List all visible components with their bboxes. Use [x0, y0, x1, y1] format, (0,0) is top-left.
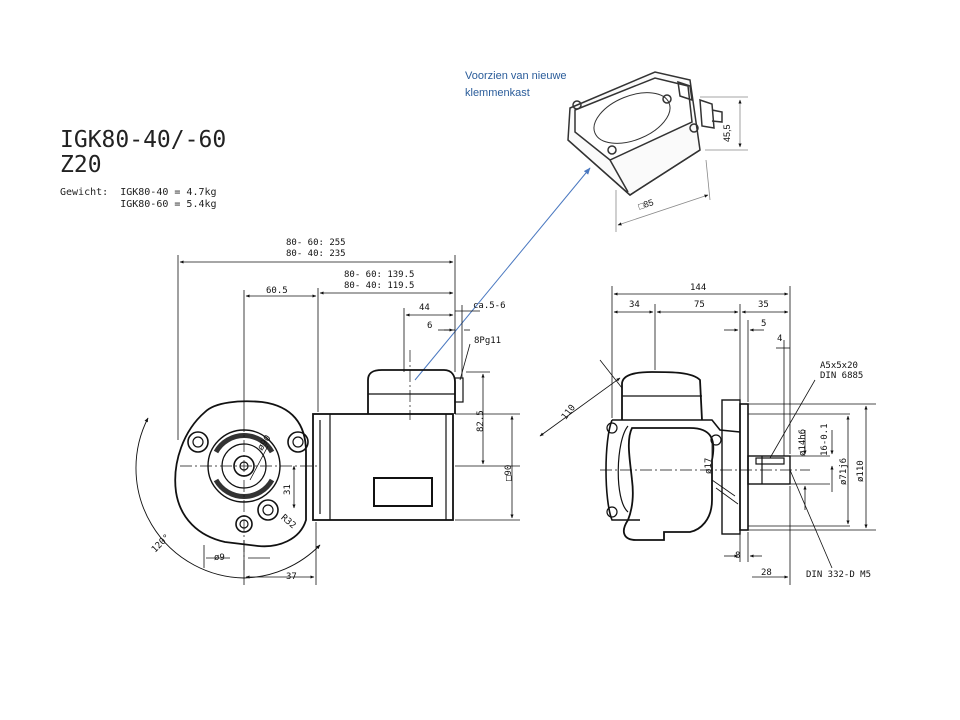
title-line-2: Z20 [60, 152, 102, 178]
title-line-1: IGK80-40/-60 [60, 127, 227, 153]
key-din-label: DIN 6885 [820, 371, 864, 381]
dim-dia-17: ø17 [704, 457, 714, 474]
dim-square-90: □90 [504, 464, 514, 481]
dim-overall-60: 80- 60: 255 [286, 238, 346, 248]
side-view-dimension-lines [539, 286, 876, 585]
key-label: A5x5x20 [820, 361, 858, 371]
dim-overall-40: 80- 40: 235 [286, 249, 346, 259]
weight-line-2: IGK80-60 = 5.4kg [60, 199, 217, 210]
dim-motor-40: 80- 40: 119.5 [344, 281, 415, 291]
front-view-dimension-lines [177, 255, 520, 585]
note-pointer-arrow [414, 167, 591, 381]
box-height-label: 45,5 [722, 124, 732, 142]
dim-shaft-offset: 60.5 [266, 286, 288, 296]
note-line-2: klemmenkast [465, 87, 530, 99]
dim-5: 5 [761, 319, 767, 329]
note-line-1: Voorzien van nieuwe [465, 70, 567, 82]
dim-total-144: 144 [690, 283, 707, 293]
dim-35: 35 [758, 300, 769, 310]
dim-gland-reach: ca.5-6 [473, 301, 506, 311]
dim-4: 4 [777, 334, 783, 344]
front-view [135, 350, 464, 579]
dim-hole-dia: ø9 [214, 553, 225, 563]
junction-box-dimension-lines [615, 96, 748, 232]
weight-line-1: Gewicht: IGK80-40 = 4.7kg [60, 187, 217, 198]
dim-shaft-dia-14: ø14h6 [798, 428, 808, 456]
dim-37: 37 [286, 572, 297, 582]
dim-75: 75 [694, 300, 705, 310]
dim-gland-offset: 6 [427, 321, 433, 331]
dim-31: 31 [283, 484, 293, 495]
centre-din-label: DIN 332-D M5 [806, 570, 872, 580]
side-view [600, 371, 810, 541]
dim-dia-110: ø110 [856, 460, 866, 482]
dim-box-width: 44 [419, 303, 430, 313]
dim-height-825: 82.5 [476, 410, 486, 432]
dim-28: 28 [761, 568, 772, 578]
dim-dia-71: ø71j6 [839, 457, 849, 485]
junction-box-sketch [567, 71, 723, 196]
dim-16: 16-0.1 [820, 423, 830, 456]
dim-motor-60: 80- 60: 139.5 [344, 270, 415, 280]
dim-34: 34 [629, 300, 640, 310]
dim-8: 8 [735, 551, 741, 561]
gland-label: 8Pg11 [474, 336, 502, 346]
